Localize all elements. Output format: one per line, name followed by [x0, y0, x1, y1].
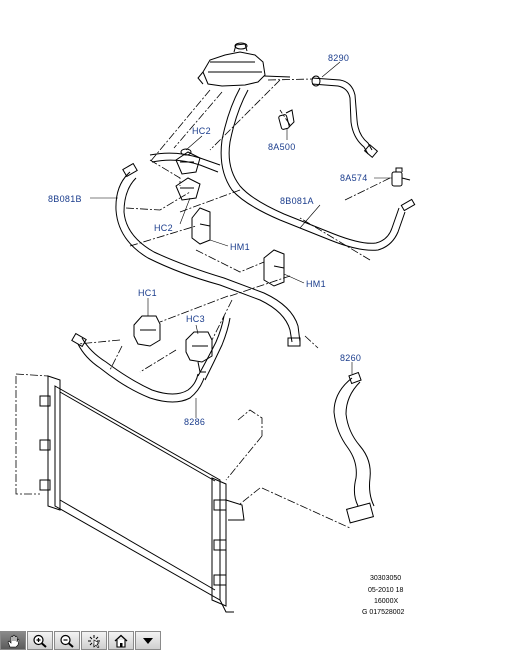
hose-8b081a: [220, 87, 416, 251]
more-options-button[interactable]: [135, 631, 161, 650]
callout-hc3[interactable]: HC3: [186, 314, 205, 324]
clip-hc1: [133, 315, 161, 347]
expansion-tank: [197, 42, 291, 87]
callout-hc2-top[interactable]: HC2: [192, 126, 211, 136]
callout-hc2-bottom[interactable]: HC2: [154, 223, 173, 233]
callout-hm1-lower[interactable]: HM1: [306, 279, 326, 289]
hose-8260: [333, 371, 375, 524]
callout-8a500[interactable]: 8A500: [268, 142, 296, 152]
zoom-out-icon: [60, 634, 74, 648]
alignment-lines: [15, 79, 391, 529]
ref-line-3: 16000X: [374, 598, 398, 605]
clip-hc2-upper: [175, 148, 201, 175]
clip-hc3: [185, 331, 213, 373]
bracket-hm1-lower: [263, 249, 285, 287]
zoom-in-icon: [33, 634, 47, 648]
callout-8b081a[interactable]: 8B081A: [280, 196, 314, 206]
select-cursor-icon: [88, 634, 100, 648]
ref-line-2: 05-2010 18: [368, 587, 404, 594]
callout-8a574[interactable]: 8A574: [340, 173, 368, 183]
zoom-out-button[interactable]: [54, 631, 80, 650]
dropdown-arrow-icon: [143, 637, 153, 644]
hose-8290: [311, 75, 379, 158]
pan-hand-icon: [7, 634, 20, 647]
ref-line-1: 30303050: [370, 575, 401, 582]
zoom-in-button[interactable]: [27, 631, 53, 650]
connector-8a500: [278, 109, 295, 130]
select-button[interactable]: [81, 631, 107, 650]
callout-8b081b[interactable]: 8B081B: [48, 194, 82, 204]
home-button[interactable]: [108, 631, 134, 650]
home-icon: [114, 634, 128, 648]
callout-8290[interactable]: 8290: [328, 53, 349, 63]
hose-8b081b: [115, 152, 301, 347]
callout-8260[interactable]: 8260: [340, 353, 361, 363]
connector-8a574: [391, 167, 411, 187]
leader-lines: [90, 61, 392, 418]
diagram-canvas: 8290 8A500 8A574 8B081A 8B081B HC2 HC2 H…: [15, 42, 416, 616]
hose-8286: [71, 315, 231, 403]
callout-hc1[interactable]: HC1: [138, 288, 157, 298]
callout-8286[interactable]: 8286: [184, 417, 205, 427]
cooling-system-diagram: 8290 8A500 8A574 8B081A 8B081B HC2 HC2 H…: [15, 42, 416, 616]
ref-line-4: G 017528002: [362, 609, 405, 616]
viewer-toolbar: [0, 631, 161, 650]
pan-button[interactable]: [0, 631, 26, 650]
radiator: [39, 375, 245, 613]
reference-code-block: 30303050 05-2010 18 16000X G 017528002: [362, 575, 405, 616]
callout-hm1-upper[interactable]: HM1: [230, 242, 250, 252]
